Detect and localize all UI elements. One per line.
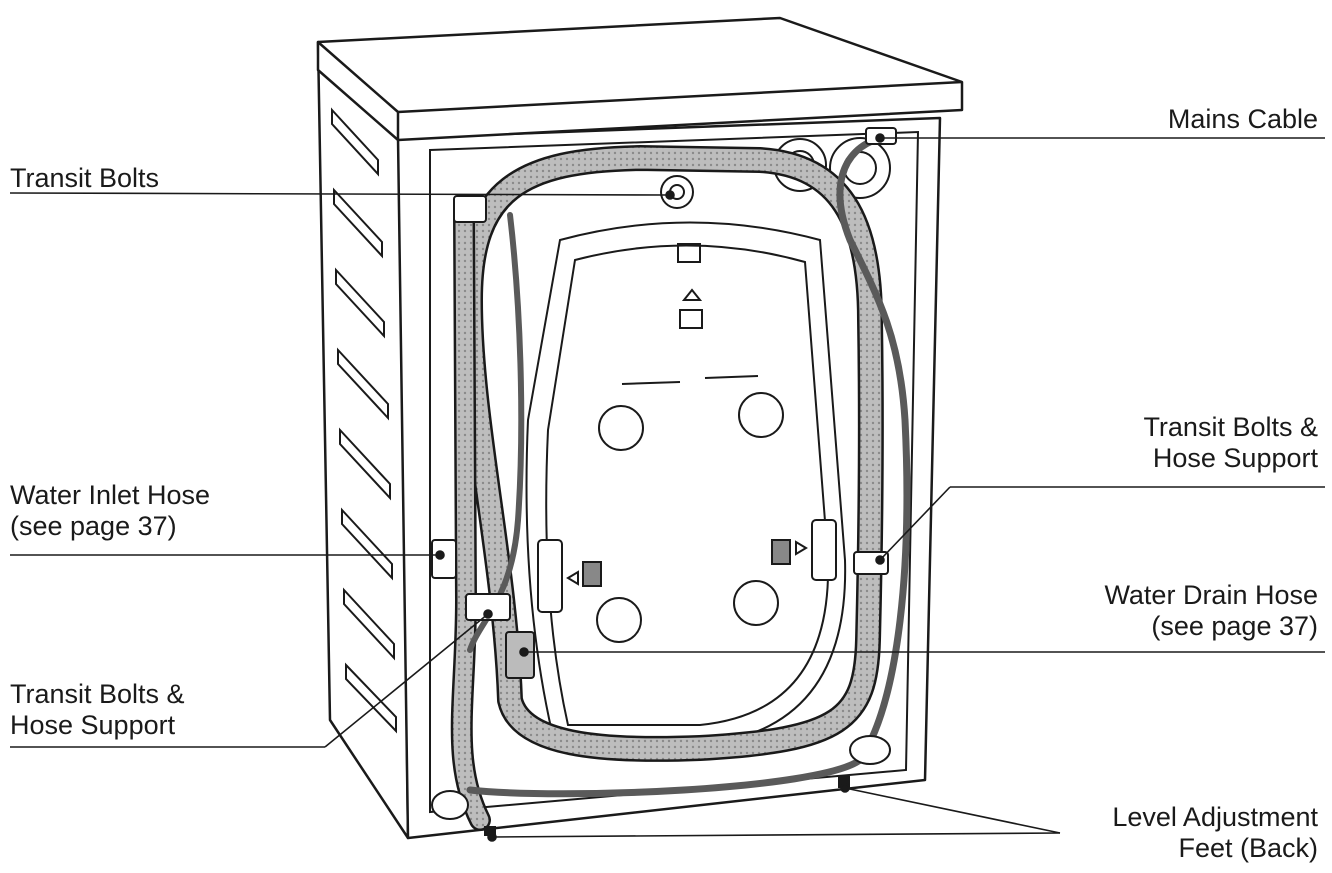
level-adjustment-feet-label: Level Adjustment Feet (Back) <box>1112 802 1318 864</box>
transit-bolts-top-label: Transit Bolts <box>10 163 159 194</box>
back-cover <box>429 130 920 814</box>
mounting-holes <box>596 392 784 643</box>
water-drain-hose-line2: (see page 37) <box>1151 611 1318 641</box>
level-adjustment-feet-line1: Level Adjustment <box>1112 802 1318 832</box>
transit-bolts-left-label: Transit Bolts & Hose Support <box>10 679 185 741</box>
top-lid <box>316 16 964 142</box>
water-inlet-hose-line1: Water Inlet Hose <box>10 480 211 510</box>
transit-bolts-right-label: Transit Bolts & Hose Support <box>1143 412 1318 474</box>
transit-bolts-right-line1: Transit Bolts & <box>1143 412 1318 442</box>
mains-cable-text: Mains Cable <box>1167 104 1318 134</box>
side-panel <box>316 40 410 840</box>
brackets <box>537 519 837 613</box>
water-drain-hose-line1: Water Drain Hose <box>1104 580 1318 610</box>
hose-supports <box>431 127 897 820</box>
mains-cable <box>466 134 911 798</box>
transit-bolts-left-line2: Hose Support <box>10 710 176 740</box>
mains-cable-label: Mains Cable <box>1168 104 1318 135</box>
water-inlet-hose-label: Water Inlet Hose (see page 37) <box>10 480 210 542</box>
transit-bolts-top-text: Transit Bolts <box>10 163 160 193</box>
transit-bolts-left-line1: Transit Bolts & <box>10 679 185 709</box>
water-inlet-hose-line2: (see page 37) <box>10 511 177 541</box>
leader-lines <box>9 133 1325 842</box>
transit-bolts-right-line2: Hose Support <box>1152 443 1318 473</box>
side-vents <box>331 107 397 734</box>
level-adjustment-feet-line2: Feet (Back) <box>1178 833 1318 863</box>
water-drain-hose-label: Water Drain Hose (see page 37) <box>1104 580 1318 642</box>
